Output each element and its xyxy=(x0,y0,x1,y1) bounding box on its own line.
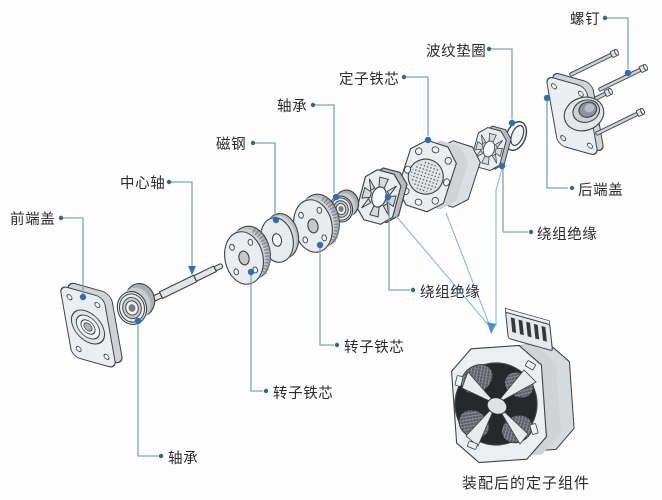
callout-center-shaft: 中心轴 xyxy=(120,175,196,275)
stator-core-part xyxy=(397,139,481,213)
center-shaft-part xyxy=(149,263,224,304)
label-rotor-core-right: 转子铁芯 xyxy=(344,339,404,356)
winding-insulation-left-part xyxy=(353,163,411,229)
part-marker-dot xyxy=(247,268,255,276)
part-marker-dot xyxy=(134,317,142,325)
label-winding-insulation-right: 绕组绝缘 xyxy=(537,226,597,243)
part-marker-dot xyxy=(272,216,280,224)
assembled-stator-caption: 装配后的定子组件 xyxy=(462,475,590,492)
part-marker-dot xyxy=(498,162,506,170)
assembly-converge-lines xyxy=(395,168,503,334)
connector-block xyxy=(504,307,553,351)
callout-magnet: 磁钢 xyxy=(216,136,280,224)
bearing-front-part xyxy=(116,283,156,325)
screw-part xyxy=(594,63,649,138)
part-marker-dot xyxy=(384,193,392,201)
callout-stator-core: 定子铁芯 xyxy=(339,71,432,144)
part-marker-dot xyxy=(424,136,432,144)
label-wave-washer: 波纹垫圈 xyxy=(426,43,486,60)
part-marker-dot xyxy=(543,94,551,102)
part-marker-dot xyxy=(624,69,632,77)
assembled-stator-part xyxy=(451,307,575,464)
bearing-rear-part xyxy=(328,189,360,223)
callout-wave-washer: 波纹垫圈 xyxy=(426,43,516,127)
callout-winding-insulation-right: 绕组绝缘 xyxy=(498,162,597,243)
label-rear-end-cover: 后端盖 xyxy=(578,182,623,199)
part-marker-dot xyxy=(79,293,87,301)
part-marker-dot xyxy=(332,193,340,201)
callout-winding-insulation-left: 绕组绝缘 xyxy=(384,193,480,301)
callout-bearing-bottom: 轴承 xyxy=(134,317,198,467)
front-end-cover-part xyxy=(60,282,123,368)
callout-bearing-top: 轴承 xyxy=(277,98,340,201)
callout-rotor-core-right: 转子铁芯 xyxy=(316,241,404,356)
callout-rotor-core-left: 转子铁芯 xyxy=(247,268,333,402)
callout-screws: 螺钉 xyxy=(570,11,632,77)
callout-rear-end-cover: 后端盖 xyxy=(543,94,623,199)
converge-arrow xyxy=(487,322,496,334)
label-screws: 螺钉 xyxy=(570,11,600,28)
label-stator-core: 定子铁芯 xyxy=(339,71,399,88)
callout-front-end-cover: 前端盖 xyxy=(10,211,87,301)
label-rotor-core-left: 转子铁芯 xyxy=(273,385,333,402)
rear-end-cover-part xyxy=(546,73,605,155)
part-marker-dot xyxy=(508,119,516,127)
part-marker-arrow xyxy=(188,266,196,275)
label-magnet: 磁钢 xyxy=(216,136,246,153)
label-center-shaft: 中心轴 xyxy=(120,175,165,192)
label-bearing-top: 轴承 xyxy=(277,98,307,115)
label-front-end-cover: 前端盖 xyxy=(10,211,55,228)
label-winding-insulation-left: 绕组绝缘 xyxy=(420,284,480,301)
part-marker-dot xyxy=(316,241,324,249)
label-bearing-bottom: 轴承 xyxy=(168,450,198,467)
